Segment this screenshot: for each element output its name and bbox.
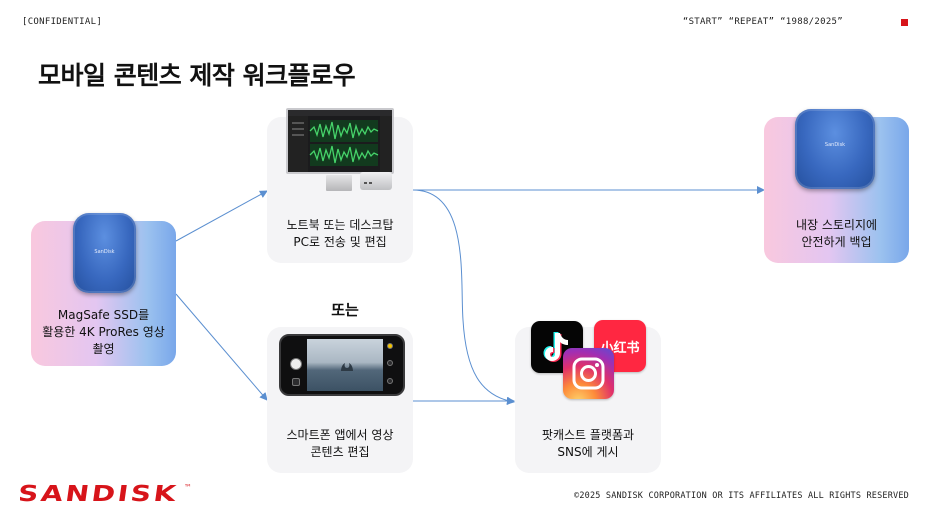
sandisk-logo-tm: ™ (184, 483, 192, 492)
tiktok-icon (531, 321, 583, 373)
phone-screen-image (307, 339, 383, 391)
monitor-stand-icon (326, 175, 352, 191)
or-label: 또는 (331, 301, 359, 319)
mac-studio-icon (360, 172, 392, 190)
node-backup-label: 내장 스토리지에 안전하게 백업 (795, 218, 878, 249)
node-smartphone-label: 스마트폰 앱에서 영상 콘텐츠 편집 (286, 428, 394, 459)
arrow-ssd-to-smartphone (175, 293, 268, 401)
ssd-device-icon: SanDisk (73, 213, 136, 293)
node-desktop-label: 노트북 또는 데스크탑 PC로 전송 및 편집 (286, 218, 394, 249)
arrow-ssd-to-desktop (175, 190, 268, 242)
footer-copyright: ©2025 SANDISK CORPORATION OR ITS AFFILIA… (574, 491, 909, 501)
sandisk-logo: SANDISK ™ (16, 480, 198, 510)
instagram-icon (563, 348, 614, 399)
node-ssd-card: SanDisk MagSafe SSD를 활용한 4K ProRes 영상 촬영 (31, 213, 176, 366)
sandisk-logo-text: SANDISK (20, 481, 180, 506)
node-backup-card: SanDisk 내장 스토리지에 안전하게 백업 (764, 109, 909, 263)
accent-square (901, 19, 908, 26)
header-tagline: “START” “REPEAT” “1988/2025” (682, 17, 843, 27)
camera-mode-icon (387, 343, 393, 349)
settings-icon (387, 378, 393, 384)
smartphone-icon (279, 334, 405, 396)
whale-tail-icon (341, 363, 353, 371)
page-title: 모바일 콘텐츠 제작 워크플로우 (38, 61, 356, 90)
gallery-thumbnail-icon (292, 378, 300, 386)
shutter-button-icon (290, 358, 302, 370)
backup-ssd-icon: SanDisk (795, 109, 875, 189)
flash-icon (387, 360, 393, 366)
node-ssd-label: MagSafe SSD를 활용한 4K ProRes 영상 촬영 (42, 308, 165, 356)
monitor-icon (286, 108, 394, 174)
node-publish-label: 팟캐스트 플랫폼과 SNS에 게시 (541, 428, 635, 459)
ssd-brand-label: SanDisk (94, 249, 115, 255)
confidential-label: [CONFIDENTIAL] (22, 17, 103, 27)
audio-waveform-icon (288, 110, 392, 172)
backup-ssd-brand-label: SanDisk (824, 142, 846, 148)
arrow-desktop-to-publish (412, 189, 515, 405)
